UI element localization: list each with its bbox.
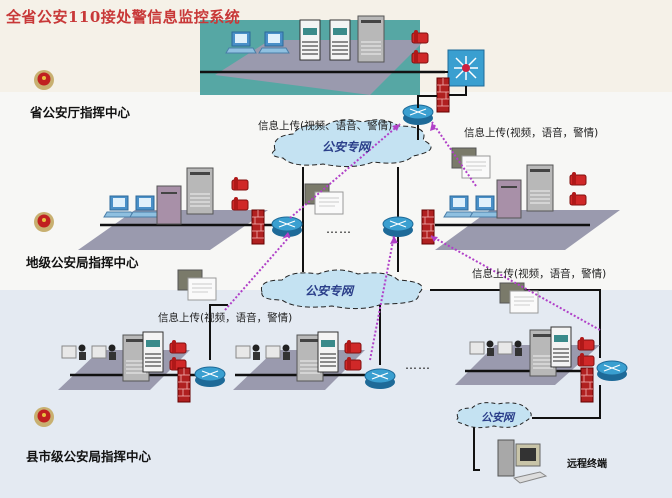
diagram-title: 全省公安110接处警信息监控系统 xyxy=(6,8,241,26)
city-center-label: 地级公安局指挥中心 xyxy=(26,255,139,270)
upload-arrows xyxy=(224,121,601,361)
county-band xyxy=(0,290,672,498)
ellipsis-county: …… xyxy=(405,358,431,372)
remote-terminal-label: 远程终端 xyxy=(567,459,607,470)
small-cloud xyxy=(456,402,532,429)
monitor-screens-county-left xyxy=(177,269,217,301)
city-lan-left xyxy=(34,167,303,250)
arrow-head xyxy=(390,236,398,244)
police-emblem-county xyxy=(34,407,54,427)
county-lan-2 xyxy=(233,331,396,390)
city-lan-right xyxy=(382,164,620,250)
small-cloud-label: 公安网 xyxy=(481,411,514,424)
remote-terminal-computer xyxy=(497,439,548,484)
arrow-head xyxy=(431,236,438,242)
upload-annotation-city-left: 信息上传(视频，语音，警情) xyxy=(158,312,293,324)
middle-cloud xyxy=(260,269,423,310)
upload-annotation-city-right: 信息上传(视频，语音，警情) xyxy=(472,268,607,280)
arrow-head xyxy=(282,232,290,239)
monitor-screens-province xyxy=(451,147,491,179)
county-lan-1 xyxy=(58,331,226,403)
upload-annotation-province-right: 信息上传(视频，语音，警情) xyxy=(464,127,599,139)
monitor-screens-county-right xyxy=(499,282,539,314)
county-lan-3 xyxy=(455,326,628,403)
arrow-head xyxy=(392,124,400,131)
province-lan xyxy=(34,15,485,126)
upper-cloud-label: 公安专网 xyxy=(322,140,371,154)
ellipsis-city: …… xyxy=(326,222,352,236)
middle-cloud-label: 公安专网 xyxy=(305,284,354,298)
county-center-label: 县市级公安局指挥中心 xyxy=(26,449,152,464)
arrow-head xyxy=(430,122,436,131)
upload-annotation-province-left: 信息上传(视频、语音、警情) xyxy=(258,120,393,132)
province-center-label: 省公安厅指挥中心 xyxy=(30,105,131,120)
